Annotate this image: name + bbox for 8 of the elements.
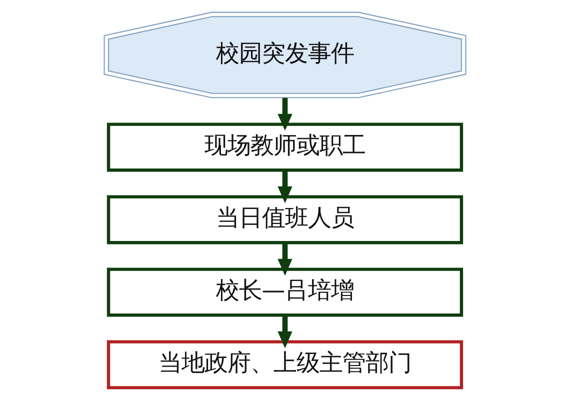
arrow	[278, 242, 292, 276]
arrow	[278, 98, 292, 131]
node-box: 当日值班人员	[106, 195, 464, 244]
node-box: 当地政府、上级主管部门	[106, 340, 464, 390]
arrow	[278, 170, 292, 204]
node-box: 校长—吕培增	[106, 268, 464, 317]
arrow	[278, 315, 292, 348]
node-box: 现场教师或职工	[106, 122, 464, 172]
